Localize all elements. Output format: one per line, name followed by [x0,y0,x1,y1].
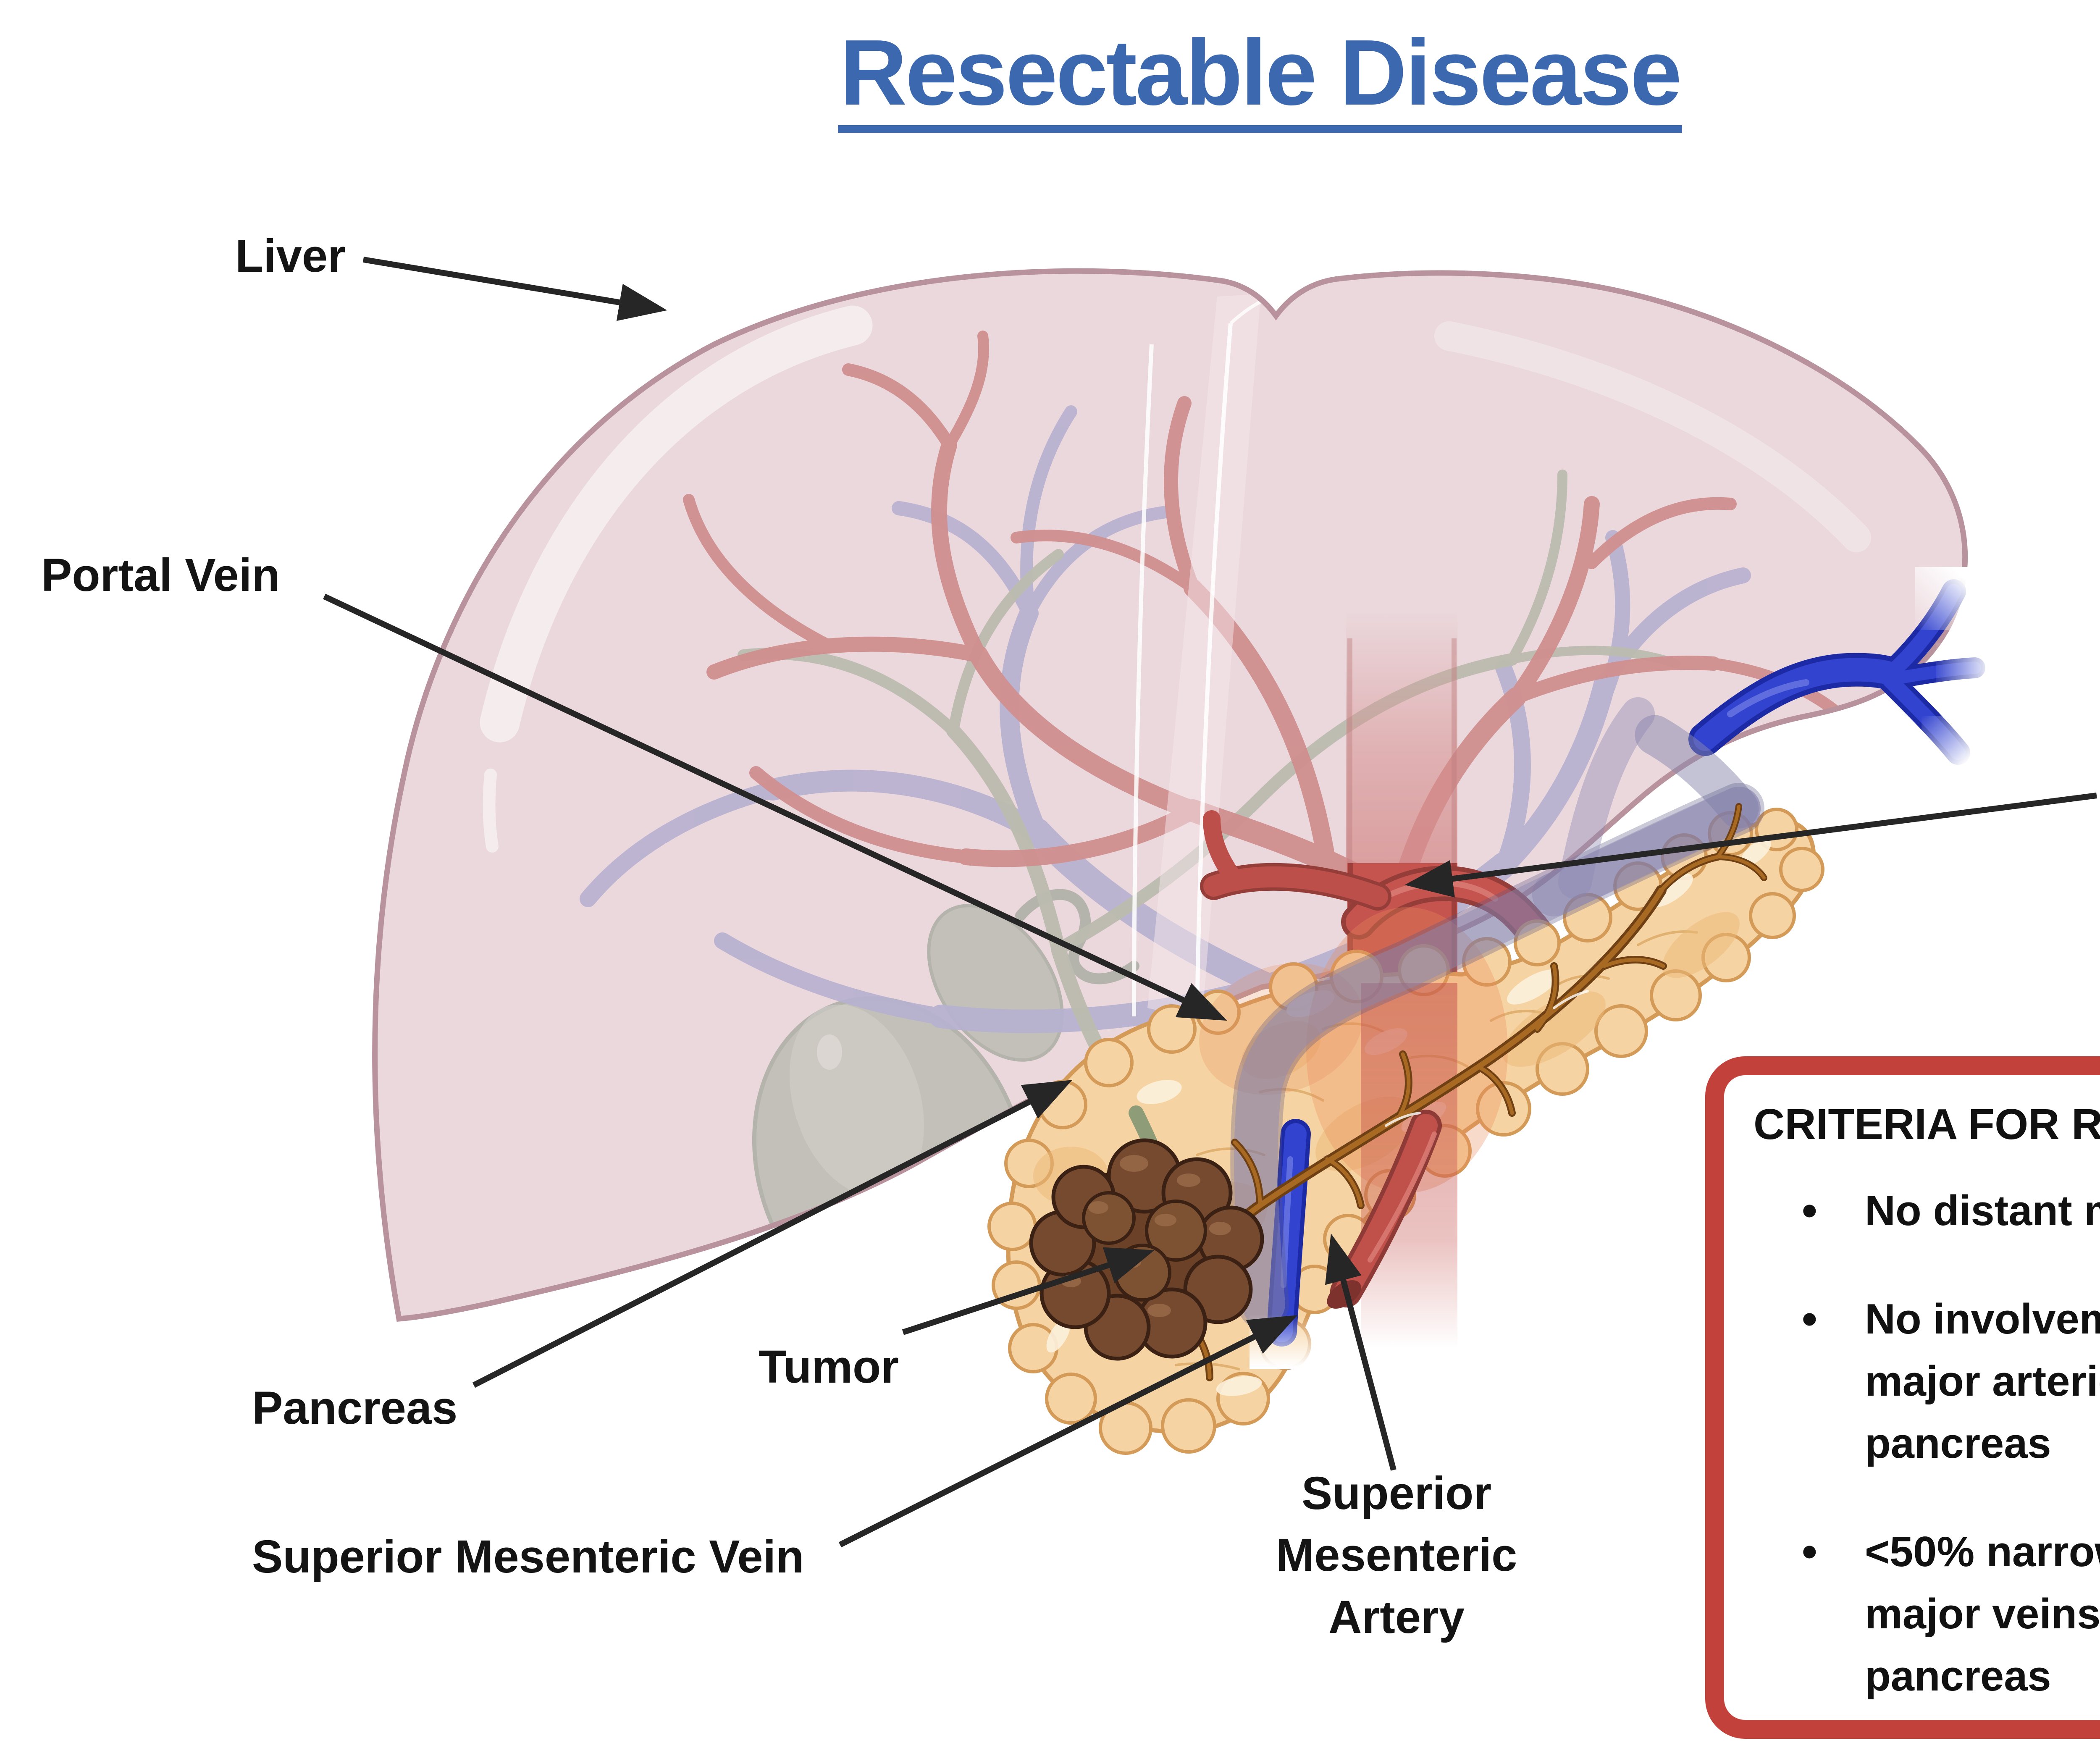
label-superior-mesenteric-artery: Superior Mesenteric Artery [1276,1467,1517,1643]
arrow-pancreas [472,1080,1073,1388]
criteria-title: CRITERIA FOR RESECTION [1754,1100,2100,1148]
arrow-liver [362,257,667,321]
arrow-sma [1325,1233,1396,1471]
arrow-tumor [902,1247,1155,1335]
bullet-icon: • [1802,1186,1817,1235]
criteria-item: • No distant metastasis [1802,1180,2100,1242]
criteria-item-text: No involvement of the major arteries nea… [1865,1295,2100,1467]
annotation-arrows [323,257,2097,1548]
tumor-shape [1029,1138,1264,1361]
falciform-ligament [1132,293,1279,1021]
label-liver: Liver [235,230,346,282]
arrow-portal-vein [323,593,1227,1021]
label-portal-vein: Portal Vein [41,549,280,601]
splenic-vein-vessel [1688,567,1995,775]
arrow-smv [838,1315,1298,1548]
bullet-icon: • [1802,1527,1817,1576]
bullet-icon: • [1802,1294,1817,1344]
page-title: Resectable Disease [838,26,1682,133]
label-pancreas: Pancreas [252,1382,458,1434]
page-title-wrap: Resectable Disease [0,26,2100,133]
arrow-celiac-artery [1404,793,2097,898]
criteria-item-text: <50% narrowing of the major veins around… [1865,1528,2100,1700]
superior-mesenteric-vein-vessel [1267,1119,1311,1347]
label-tumor: Tumor [759,1341,899,1393]
liver-highlight [480,305,873,743]
criteria-item: • No involvement of the major arteries n… [1802,1288,2100,1475]
liver-highlight-right [1434,321,1871,552]
criteria-item-text: No distant metastasis [1865,1187,2100,1234]
criteria-item: • <50% narrowing of the major veins arou… [1802,1521,2100,1707]
aorta [1346,609,1457,886]
criteria-box: CRITERIA FOR RESECTION • No distant meta… [1705,1056,2100,1739]
label-superior-mesenteric-vein: Superior Mesenteric Vein [252,1531,804,1583]
liver-highlight-small [483,769,499,853]
